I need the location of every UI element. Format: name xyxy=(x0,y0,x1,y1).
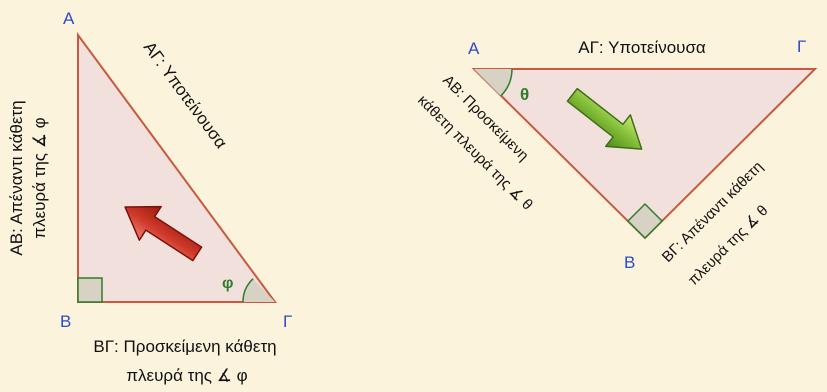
left-vertex-g: Γ xyxy=(283,312,292,331)
left-right-angle-marker xyxy=(77,277,103,303)
right-angle-theta-arc xyxy=(500,68,513,97)
green-arrow-icon xyxy=(566,87,643,150)
right-hypotenuse-label: ΑΓ: Υποτείνουσα xyxy=(578,38,706,57)
left-opposite-label-line1: ΑΒ: Απέναντι κάθετη xyxy=(7,100,26,255)
right-right-angle-marker xyxy=(626,202,664,240)
right-angle-theta-label: θ xyxy=(520,85,529,104)
right-vertex-b: Β xyxy=(624,253,635,272)
right-triangle xyxy=(471,68,818,240)
left-opposite-label-line2: πλευρά της ∡ φ xyxy=(30,117,49,238)
left-angle-phi-arc xyxy=(242,278,254,303)
left-vertex-a: Α xyxy=(63,9,75,28)
left-angle-phi-sector xyxy=(243,278,275,302)
right-vertex-g: Γ xyxy=(797,37,806,56)
left-triangle xyxy=(77,31,277,303)
left-adjacent-label-line2: πλευρά της ∡ φ xyxy=(126,366,247,385)
left-adjacent-label-line1: ΒΓ: Προσκείμενη κάθετη xyxy=(93,337,276,356)
right-vertex-a: Α xyxy=(468,39,480,58)
right-angle-theta-sector xyxy=(474,69,512,96)
left-angle-phi-label: φ xyxy=(222,275,233,292)
red-arrow-icon xyxy=(124,205,203,262)
left-vertex-b: Β xyxy=(60,312,71,331)
